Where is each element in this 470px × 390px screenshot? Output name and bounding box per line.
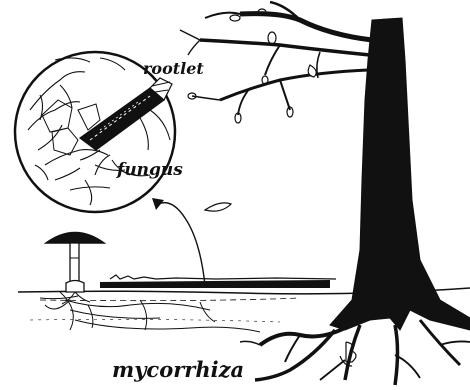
arrow [152,198,205,285]
mycorrhiza-network [40,292,260,332]
rootlet-label: rootlet [143,59,204,78]
fungus-label: fungus [117,160,183,180]
mycorrhiza-label: mycorrhiza [112,357,244,382]
mushroom-illustration [46,233,104,305]
